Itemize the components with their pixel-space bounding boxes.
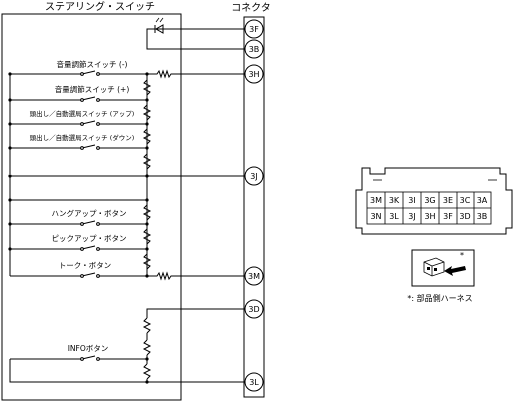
audio-switch-network <box>8 69 245 176</box>
label-volume-down: 音量調節スイッチ (-) <box>57 59 128 69</box>
harness-inset: * *: 部品側ハーネス <box>407 249 475 303</box>
grid-cell: 3M <box>370 196 382 205</box>
label-seek-down: 頭出し／自動選局スイッチ (ダウン) <box>30 133 135 142</box>
grid-cell: 3C <box>460 196 471 205</box>
label-info: INFOボタン <box>68 344 109 353</box>
connector-face: 3M 3K 3I 3G 3E 3C 3A 3N 3L 3J 3H 3F 3D 3… <box>355 167 513 235</box>
info-switch-network <box>9 308 245 384</box>
svg-text:3J: 3J <box>250 172 257 181</box>
svg-text:3B: 3B <box>249 45 260 54</box>
pin-3J: 3J <box>244 166 264 186</box>
label-hang-up: ハングアップ・ボタン <box>52 208 127 218</box>
pin-3L: 3L <box>244 372 264 392</box>
grid-cell: 3J <box>408 212 415 221</box>
svg-text:3L: 3L <box>249 378 259 387</box>
grid-cell: 3D <box>459 212 470 221</box>
connector-pins: 3F 3B 3H 3J 3M 3D 3L <box>244 19 264 392</box>
label-talk: トーク・ボタン <box>59 261 111 270</box>
insertion-arrow-icon <box>444 266 466 276</box>
svg-text:3M: 3M <box>248 272 260 281</box>
switch-title: ステアリング・スイッチ <box>45 0 155 13</box>
grid-cell: 3I <box>408 196 415 205</box>
phone-switch-network <box>8 176 245 281</box>
grid-cell: 3K <box>389 196 400 205</box>
connector-grid: 3M 3K 3I 3G 3E 3C 3A 3N 3L 3J 3H 3F 3D 3… <box>367 192 491 224</box>
inset-note: *: 部品側ハーネス <box>407 293 472 303</box>
pin-3F: 3F <box>244 19 264 39</box>
switch-labels: 音量調節スイッチ (-) 音量調節スイッチ (+) 頭出し／自動選局スイッチ (… <box>30 59 135 353</box>
pin-3B: 3B <box>244 39 264 59</box>
illumination-led <box>146 17 245 50</box>
svg-text:3F: 3F <box>249 25 259 34</box>
svg-text:3H: 3H <box>248 70 259 79</box>
grid-cell: 3F <box>443 212 453 221</box>
ground-line-3j <box>8 174 245 276</box>
label-seek-up: 頭出し／自動選局スイッチ (アップ) <box>30 109 135 118</box>
harness-plug-icon <box>423 257 445 277</box>
grid-cell: 3N <box>370 212 381 221</box>
steering-switch-box <box>1 13 182 401</box>
grid-cell: 3L <box>389 212 399 221</box>
inset-mark: * <box>460 251 464 260</box>
grid-cell: 3E <box>443 196 453 205</box>
label-volume-up: 音量調節スイッチ (+) <box>55 84 130 94</box>
grid-cell: 3H <box>424 212 435 221</box>
pin-3H: 3H <box>244 64 264 84</box>
connector-bar <box>243 16 265 398</box>
svg-text:3D: 3D <box>248 305 259 314</box>
connector-title: コネクタ <box>231 2 271 14</box>
grid-cell: 3B <box>477 212 488 221</box>
pin-3D: 3D <box>244 299 264 319</box>
grid-cell: 3G <box>424 196 435 205</box>
grid-cell: 3A <box>477 196 488 205</box>
pin-3M: 3M <box>244 266 264 286</box>
label-pick-up: ピックアップ・ボタン <box>52 234 127 243</box>
